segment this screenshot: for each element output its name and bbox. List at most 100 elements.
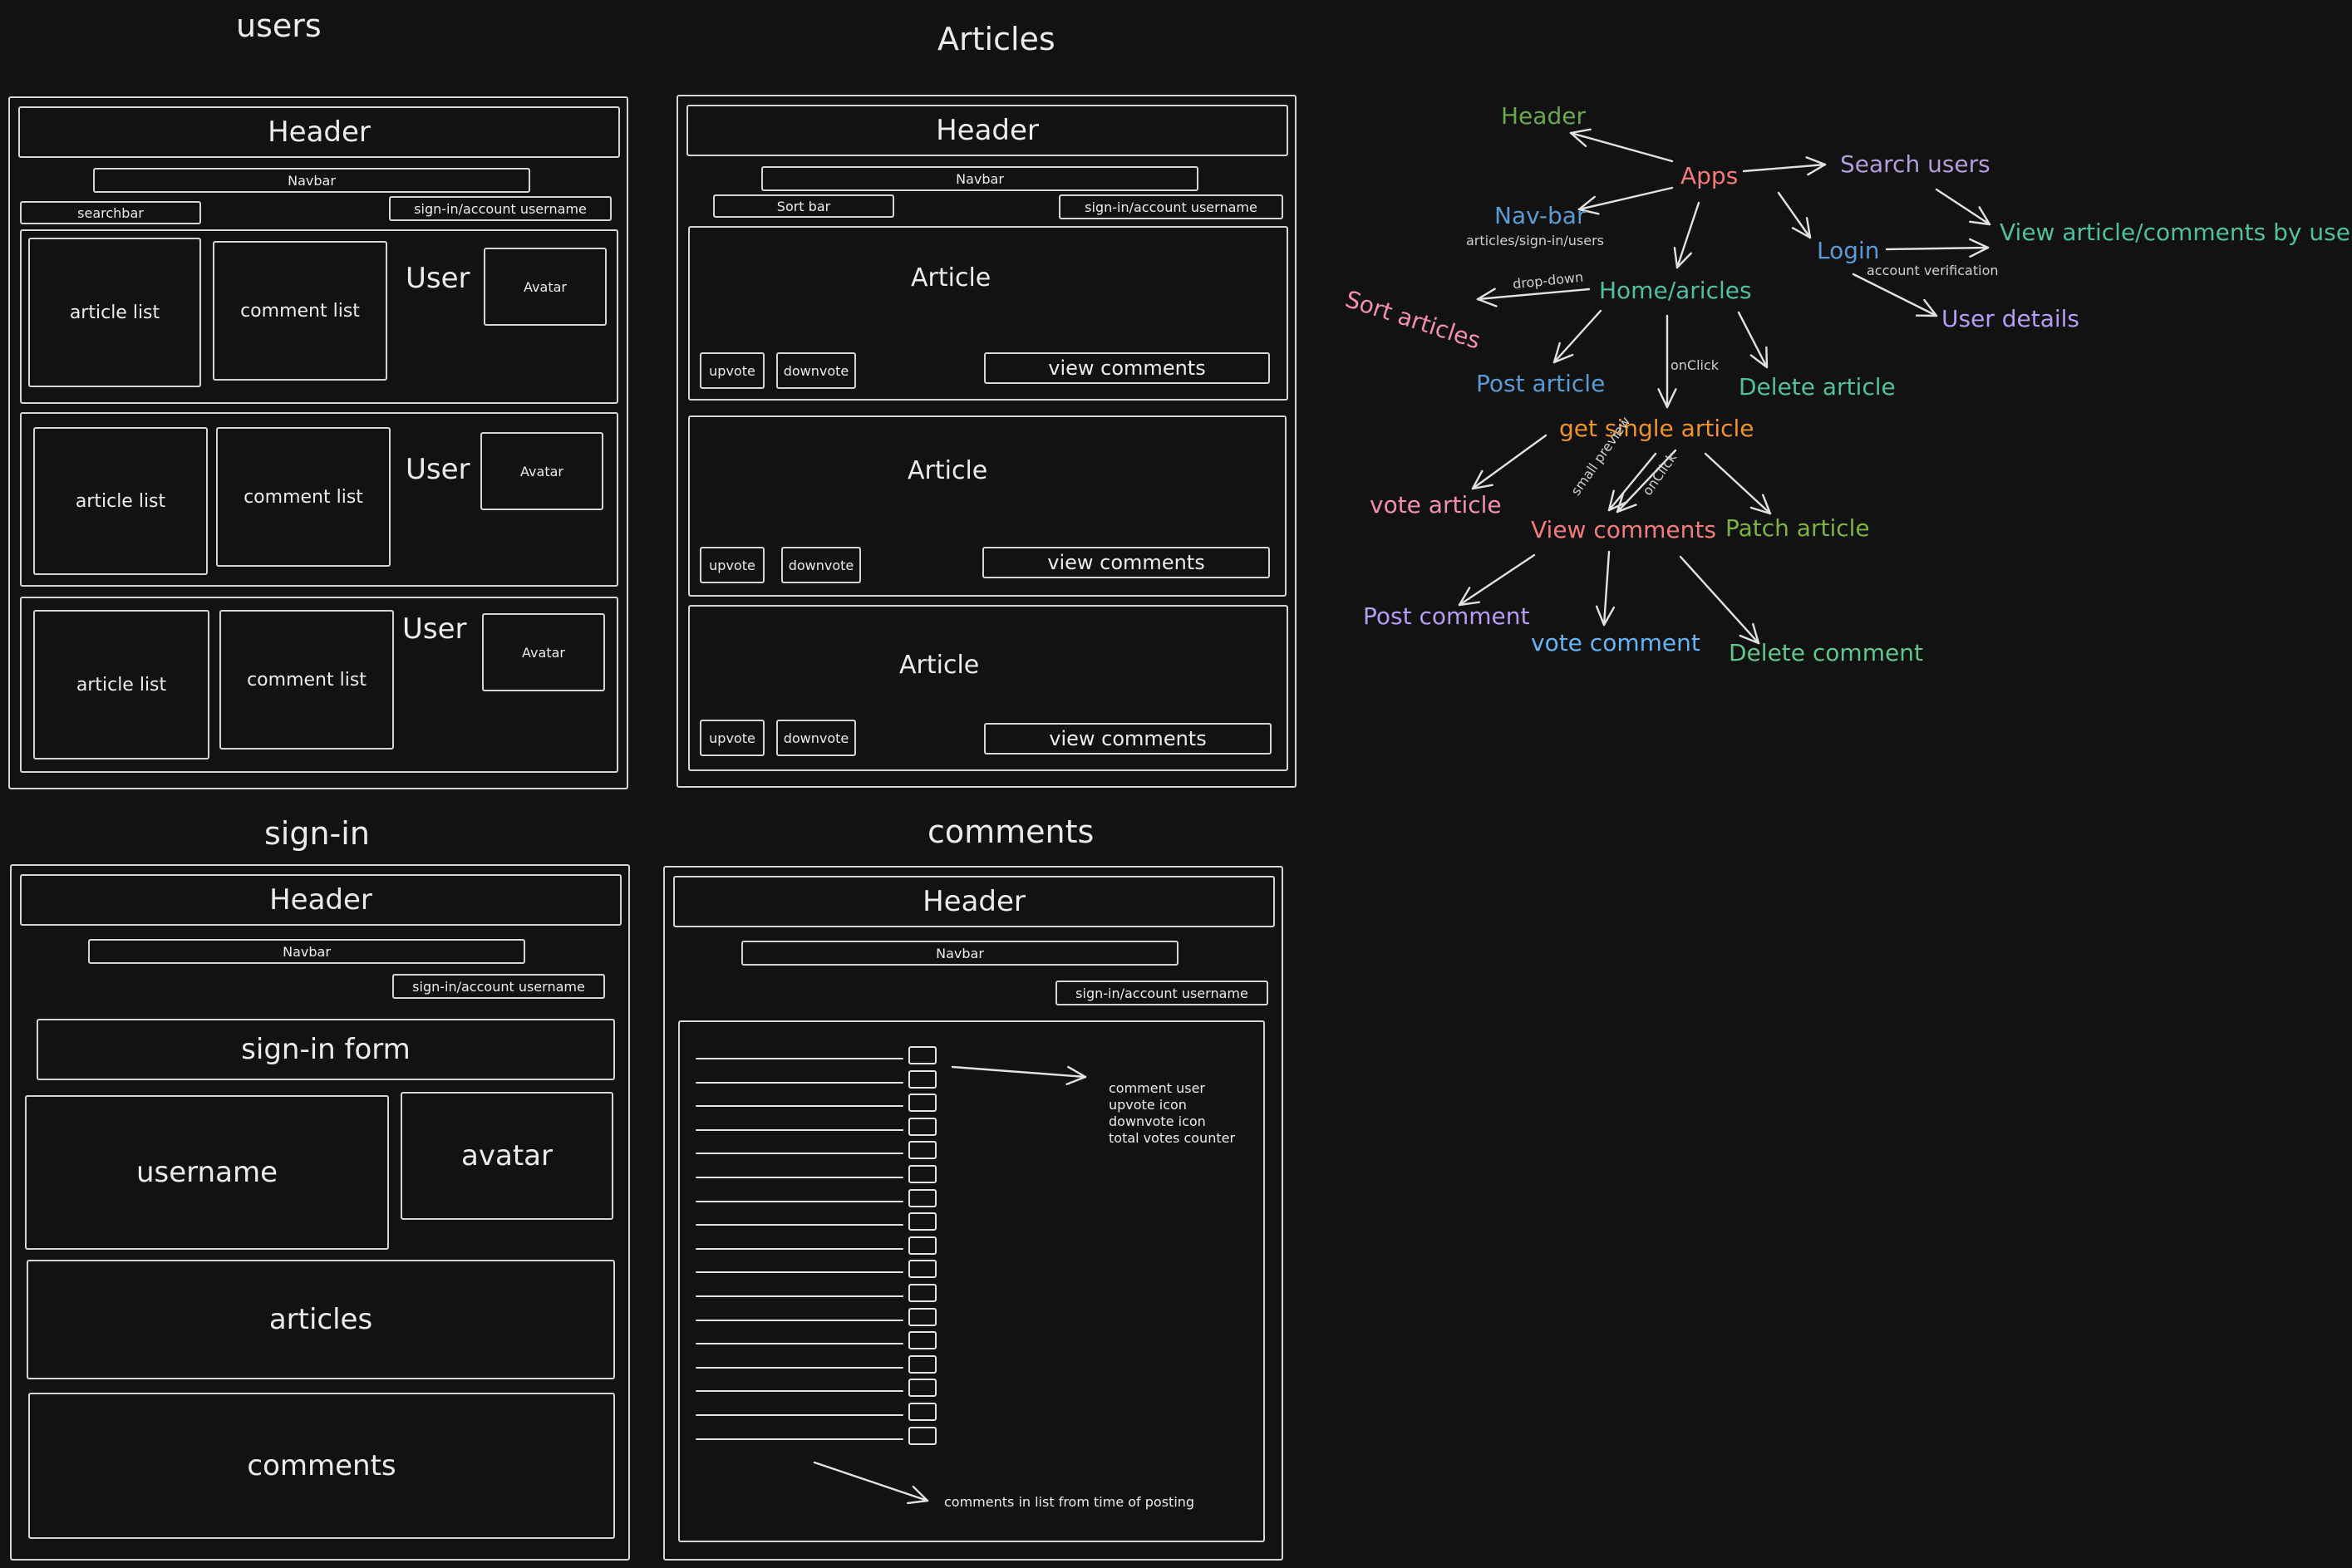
signin-navbar[interactable]: Navbar bbox=[88, 939, 525, 964]
arrow-home-sort-head-a bbox=[1476, 288, 1496, 301]
arrow-view-post-head-b bbox=[1458, 601, 1480, 607]
user-row-1-comment-list[interactable]: comment list bbox=[213, 241, 387, 381]
users-header: Header bbox=[18, 106, 620, 158]
arrow-home-sort bbox=[1476, 288, 1591, 301]
arrow-search-view bbox=[1935, 188, 1991, 226]
article-card-1-downvote[interactable]: downvote bbox=[776, 352, 856, 389]
comment-vote-box-15[interactable] bbox=[908, 1379, 937, 1397]
users-signin[interactable]: sign-in/account username bbox=[389, 196, 612, 221]
article-card-3-upvote[interactable]: upvote bbox=[700, 720, 765, 756]
arrow-single-patch-head-a bbox=[1749, 506, 1772, 515]
arrow-home-sort-head-b bbox=[1476, 297, 1498, 307]
signin-articles[interactable]: articles bbox=[27, 1260, 615, 1379]
arrow-apps-navbar-head-b bbox=[1577, 208, 1600, 215]
articles-navbar[interactable]: Navbar bbox=[761, 166, 1198, 191]
flow-post-comment: Post comment bbox=[1363, 602, 1530, 630]
arrow-single-preview bbox=[1607, 452, 1657, 512]
comments-signin[interactable]: sign-in/account username bbox=[1055, 981, 1268, 1005]
arrow-home-post-head-b bbox=[1552, 353, 1574, 364]
articles-header: Header bbox=[686, 105, 1288, 156]
arrow-apps-search bbox=[1742, 163, 1827, 173]
user-row-1-article-list[interactable]: article list bbox=[28, 238, 201, 387]
user-row-3-comment-list[interactable]: comment list bbox=[219, 610, 394, 750]
comments-navbar[interactable]: Navbar bbox=[741, 941, 1178, 966]
signin-account[interactable]: sign-in/account username bbox=[392, 974, 605, 999]
comment-vote-box-17[interactable] bbox=[908, 1427, 937, 1445]
arrow-single-patch-head-b bbox=[1762, 494, 1772, 515]
article-card-1-view-comments[interactable]: view comments bbox=[984, 352, 1270, 384]
arrow-home-delete-head-a bbox=[1749, 354, 1769, 369]
users-navbar[interactable]: Navbar bbox=[93, 168, 530, 193]
comments-footer-arrow bbox=[813, 1461, 929, 1502]
arrow-login-view bbox=[1885, 246, 1990, 251]
article-card-1: Article upvote downvote view comments bbox=[688, 226, 1288, 401]
comment-vote-box-2[interactable] bbox=[908, 1070, 937, 1089]
flow-login: Login bbox=[1817, 237, 1880, 264]
arrow-view-vote-head-b bbox=[1602, 606, 1616, 627]
comment-vote-box-12[interactable] bbox=[908, 1308, 937, 1326]
signin-username[interactable]: username bbox=[25, 1095, 389, 1250]
article-card-2-view-comments[interactable]: view comments bbox=[982, 547, 1270, 578]
users-searchbar[interactable]: searchbar bbox=[20, 201, 201, 224]
user-row-2-avatar: Avatar bbox=[480, 432, 603, 510]
flow-get-single: get single article bbox=[1559, 415, 1754, 442]
flow-onclick-1: onClick bbox=[1671, 357, 1720, 373]
arrow-search-view-head-a bbox=[1969, 220, 1991, 226]
articles-sortbar[interactable]: Sort bar bbox=[713, 194, 894, 218]
arrow-apps-header-head-b bbox=[1569, 131, 1587, 148]
comment-vote-box-13[interactable] bbox=[908, 1331, 937, 1349]
arrow-login-view-head-b bbox=[1969, 238, 1990, 249]
comment-vote-box-10[interactable] bbox=[908, 1260, 937, 1278]
arrow-single-preview-head-a bbox=[1607, 489, 1615, 512]
user-row-2-article-list[interactable]: article list bbox=[33, 427, 208, 575]
signin-comments[interactable]: comments bbox=[28, 1393, 615, 1539]
arrow-single-onclick bbox=[1616, 449, 1677, 514]
flow-user-details: User details bbox=[1941, 305, 2080, 332]
flow-nav-sub: articles/sign-in/users bbox=[1466, 233, 1604, 248]
note-downvote-icon: downvote icon bbox=[1109, 1113, 1206, 1129]
arrow-apps-header bbox=[1569, 131, 1674, 163]
flow-post-article: Post article bbox=[1476, 370, 1606, 397]
comment-vote-box-6[interactable] bbox=[908, 1165, 937, 1183]
article-card-3-view-comments[interactable]: view comments bbox=[984, 723, 1272, 755]
user-row-1-avatar: Avatar bbox=[484, 248, 607, 326]
arrow-login-view-head-a bbox=[1969, 246, 1990, 258]
arrow-apps-navbar bbox=[1577, 186, 1674, 211]
arrow-single-patch bbox=[1704, 452, 1772, 515]
article-card-1-upvote[interactable]: upvote bbox=[700, 352, 765, 389]
flow-delete-article: Delete article bbox=[1739, 373, 1896, 401]
arrow-home-post bbox=[1552, 309, 1602, 364]
comment-vote-box-3[interactable] bbox=[908, 1094, 937, 1112]
signin-frame: Header Navbar sign-in/account username s… bbox=[10, 864, 630, 1561]
users-frame: Header Navbar searchbar sign-in/account … bbox=[8, 96, 628, 789]
comment-vote-box-16[interactable] bbox=[908, 1403, 937, 1421]
article-card-2-downvote[interactable]: downvote bbox=[781, 547, 861, 583]
arrow-home-post-head-a bbox=[1552, 342, 1561, 364]
signin-header: Header bbox=[20, 874, 622, 926]
article-card-3-downvote[interactable]: downvote bbox=[776, 720, 856, 756]
comment-vote-box-7[interactable] bbox=[908, 1189, 937, 1207]
arrow-single-vote-head-b bbox=[1471, 484, 1493, 490]
arrow-apps-navbar-head-a bbox=[1577, 195, 1596, 211]
articles-signin[interactable]: sign-in/account username bbox=[1059, 194, 1283, 219]
comments-footer-note: comments in list from time of posting bbox=[944, 1494, 1195, 1510]
comments-header: Header bbox=[673, 876, 1275, 927]
comment-vote-box-8[interactable] bbox=[908, 1212, 937, 1231]
arrow-apps-home-head-b bbox=[1675, 252, 1692, 269]
comments-note: comment user upvote icon downvote icon t… bbox=[1109, 1080, 1235, 1147]
comment-vote-box-1[interactable] bbox=[908, 1046, 937, 1064]
flow-search-users: Search users bbox=[1840, 150, 1990, 178]
comment-vote-box-14[interactable] bbox=[908, 1355, 937, 1374]
article-card-3: Article upvote downvote view comments bbox=[688, 605, 1288, 771]
user-row-2-comment-list[interactable]: comment list bbox=[216, 427, 391, 567]
article-card-1-label: Article bbox=[911, 263, 991, 292]
comment-vote-box-11[interactable] bbox=[908, 1284, 937, 1302]
comment-vote-box-4[interactable] bbox=[908, 1118, 937, 1136]
signin-form[interactable]: sign-in form bbox=[37, 1019, 615, 1080]
user-row-3-article-list[interactable]: article list bbox=[33, 610, 209, 759]
comment-vote-box-5[interactable] bbox=[908, 1141, 937, 1159]
article-card-2-upvote[interactable]: upvote bbox=[700, 547, 765, 583]
arrow-view-delete-head-a bbox=[1739, 634, 1760, 645]
comments-note-arrow-head-a bbox=[1065, 1075, 1087, 1085]
comment-vote-box-9[interactable] bbox=[908, 1236, 937, 1255]
